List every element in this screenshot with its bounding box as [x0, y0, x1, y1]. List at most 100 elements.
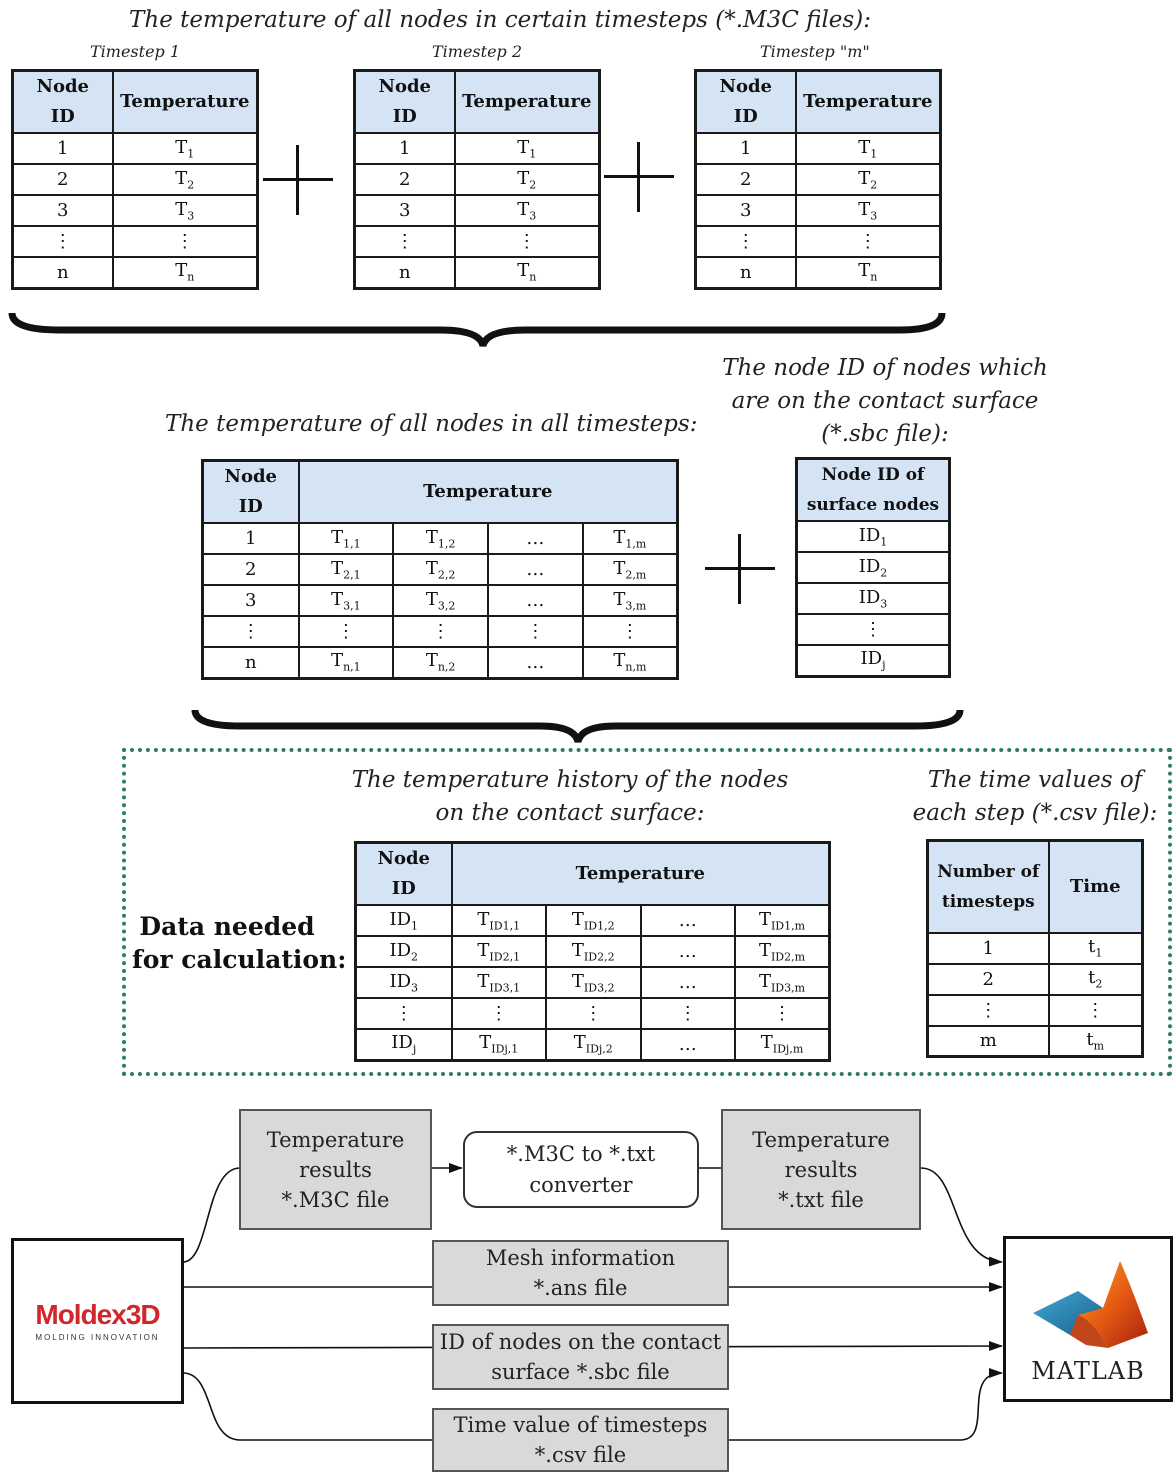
node-id-cell: ⋮: [353, 225, 456, 258]
temperature-cell: T3: [453, 194, 601, 227]
plus-sign: [705, 534, 775, 604]
temperature-cell: Tn: [453, 256, 601, 289]
temperature-cell: T2: [794, 163, 942, 196]
node-id-cell: ID2: [354, 935, 453, 968]
temperature-cell: ⋮: [794, 225, 942, 258]
temperature-cell: ⋮: [581, 615, 679, 648]
temperature-cell: T2: [111, 163, 259, 196]
top-heading: The temperature of all nodes in certain …: [129, 7, 871, 33]
node-id-cell: 2: [353, 163, 456, 196]
time-value-cell: t2: [1047, 962, 1144, 996]
table-row: ID2: [795, 551, 951, 584]
temperature-cell: ⋮: [111, 225, 259, 258]
node-id-cell: 3: [694, 194, 797, 227]
temperature-header: Temperature: [111, 69, 259, 134]
temperature-cell: TID3,1: [450, 966, 547, 999]
temperature-cell: T1: [453, 132, 601, 165]
table-row: ⋮⋮: [353, 225, 601, 258]
mesh-info-box: Mesh information*.ans file: [432, 1240, 729, 1306]
temperature-cell: ⋮: [487, 615, 584, 648]
surface-heading-line: (*.sbc file):: [821, 421, 949, 447]
temperature-cell: T1,2: [392, 522, 489, 555]
temperature-cell: T1: [794, 132, 942, 165]
moldex3d-logo: Moldex3D: [35, 1299, 160, 1330]
temperature-header: Temperature: [794, 69, 942, 134]
temperature-cell: Tn: [111, 256, 259, 289]
moldex3d-tagline: MOLDING INNOVATION: [35, 1333, 160, 1342]
table-row: ID1: [795, 520, 951, 553]
surface-heading-line: The node ID of nodes which: [722, 355, 1048, 381]
time-header: Time: [1047, 839, 1144, 934]
node-id-cell: IDj: [354, 1028, 453, 1061]
timestep-number-cell: 2: [926, 962, 1050, 996]
node-id-cell: 2: [694, 163, 797, 196]
temperature-cell: T3: [794, 194, 942, 227]
temperature-cell: …: [487, 646, 584, 679]
temperature-cell: Tn,m: [581, 646, 679, 679]
node-id-cell: 2: [201, 553, 300, 586]
surface-nodes-heading: The node ID of nodes which are on the co…: [705, 352, 1065, 451]
temperature-cell: ⋮: [392, 615, 489, 648]
temperature-cell: TID1,2: [545, 904, 642, 937]
brace: [8, 312, 946, 348]
table-row: ⋮: [795, 613, 951, 646]
table-row: ⋮⋮: [694, 225, 942, 258]
matlab-membrane-icon: [1033, 1261, 1148, 1348]
surface-node-id-cell: ID1: [795, 520, 951, 553]
node-id-cell: 1: [353, 132, 456, 165]
temperature-cell: TID1,m: [734, 904, 831, 937]
temperature-cell: T3: [111, 194, 259, 227]
temperature-cell: …: [487, 553, 584, 586]
node-id-cell: ⋮: [354, 997, 453, 1030]
temperature-cell: TIDj,m: [734, 1028, 831, 1061]
timestep-number-cell: 1: [926, 931, 1050, 965]
history-heading: The temperature history of the nodes on …: [351, 767, 789, 826]
temperature-cell: TIDj,2: [545, 1028, 642, 1061]
brace: [191, 709, 964, 744]
timestep-number-cell: ⋮: [926, 993, 1050, 1027]
temperature-cell: ⋮: [545, 997, 642, 1030]
temperature-cell: T2,1: [297, 553, 395, 586]
node-id-cell: 1: [201, 522, 300, 555]
node-id-cell: ID1: [354, 904, 453, 937]
node-id-cell: 1: [694, 132, 797, 165]
temperature-cell: …: [639, 966, 736, 999]
temperature-cell: ⋮: [297, 615, 395, 648]
temperature-cell: …: [487, 522, 584, 555]
matlab-label: MATLAB: [1031, 1357, 1145, 1385]
moldex3d-box: Moldex3D MOLDING INNOVATION: [11, 1238, 184, 1404]
temperature-cell: …: [487, 584, 584, 617]
temperature-cell: …: [639, 935, 736, 968]
temperature-cell: TID3,2: [545, 966, 642, 999]
table-row: ⋮⋮: [11, 225, 259, 258]
timestep-m-label: Timestep "m": [760, 42, 870, 61]
temperature-cell: TID2,2: [545, 935, 642, 968]
temperature-cell: T1,1: [297, 522, 395, 555]
node-id-cell: ID3: [354, 966, 453, 999]
node-id-cell: ⋮: [694, 225, 797, 258]
node-id-cell: n: [201, 646, 300, 679]
node-id-cell: 1: [11, 132, 114, 165]
